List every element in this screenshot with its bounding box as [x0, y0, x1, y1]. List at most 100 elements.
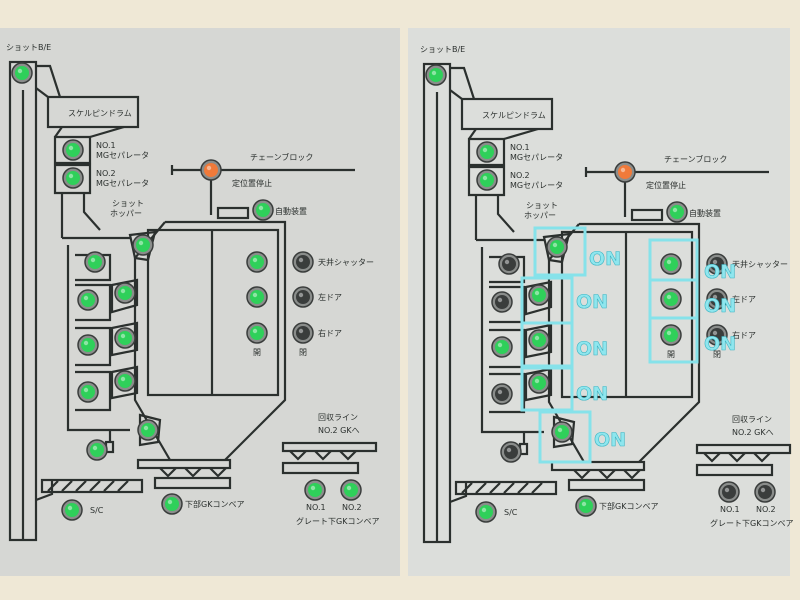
- lamp-light: [81, 293, 95, 307]
- indicator-lamp-conv1: [304, 479, 326, 501]
- indicator-lamp-hop1: [132, 234, 154, 256]
- diagram-line: [53, 163, 92, 195]
- lamp-glint: [167, 499, 173, 505]
- lamp-light: [710, 328, 724, 342]
- lamp-light: [710, 257, 724, 271]
- label-no1: NO.1: [96, 141, 116, 150]
- indicator-lamp-shot-be: [11, 62, 33, 84]
- indicator-lamp-mg1: [476, 141, 498, 163]
- diagram-line: [216, 206, 250, 220]
- indicator-lamp-open2: [660, 288, 682, 310]
- lamp-light: [480, 145, 494, 159]
- diagram-line: [503, 127, 539, 141]
- lamp-glint: [672, 207, 678, 213]
- label-shot: ショット: [112, 199, 144, 208]
- indicator-lamp-open3: [660, 324, 682, 346]
- label-sc: S/C: [90, 506, 104, 515]
- highlight-box: [538, 410, 592, 464]
- lamp-light: [664, 257, 678, 271]
- diagram-line: [703, 452, 721, 463]
- indicator-lamp-chain: [200, 159, 222, 181]
- lamp-light: [495, 295, 509, 309]
- lamp-glint: [120, 288, 126, 294]
- label-mg1: MGセパレータ: [96, 151, 149, 160]
- diagram-line: [110, 278, 139, 314]
- lamp-light: [618, 165, 632, 179]
- indicator-lamp-open3: [246, 322, 268, 344]
- indicator-lamp-hop4: [491, 291, 513, 313]
- lamp-glint: [712, 330, 718, 336]
- lamp-light: [502, 257, 516, 271]
- lamp-glint: [504, 259, 510, 265]
- lamp-glint: [481, 507, 487, 513]
- lamp-glint: [497, 389, 503, 395]
- lamp-light: [480, 173, 494, 187]
- label-right-door: 右ドア: [318, 328, 342, 338]
- diagram-line: [75, 370, 112, 412]
- lamp-light: [250, 290, 264, 304]
- label-chain-block: チェーンブロック: [250, 152, 313, 162]
- diagram-line: [54, 126, 63, 138]
- indicator-lamp-close3: [292, 322, 314, 344]
- lamp-glint: [557, 427, 563, 433]
- indicator-lamp-hop8: [491, 383, 513, 405]
- diagram-line: [128, 230, 157, 262]
- diagram-line: [467, 137, 506, 167]
- lamp-glint: [83, 387, 89, 393]
- label-conv-no2: NO.2: [342, 503, 362, 512]
- indicator-lamp-chain: [614, 161, 636, 183]
- diagram-line: [339, 450, 357, 461]
- indicator-lamp-open1: [246, 251, 268, 273]
- label-left-door: 左ドア: [732, 294, 756, 304]
- indicator-lamp-hop3: [528, 284, 550, 306]
- diagram-line: [467, 165, 506, 197]
- lamp-light: [66, 143, 80, 157]
- on-label: ON: [704, 295, 736, 317]
- highlight-overlays: ON ON ON ON ON ON ON ON: [520, 226, 736, 464]
- label-to-gk2: NO.2 GKへ: [732, 428, 774, 437]
- lamp-light: [495, 387, 509, 401]
- label-close: 閉: [299, 348, 307, 357]
- label-lower-gk: 下部GKコンベア: [185, 499, 244, 509]
- lamp-light: [550, 240, 564, 254]
- lamp-light: [579, 499, 593, 513]
- lamp-glint: [581, 501, 587, 507]
- lamp-light: [758, 485, 772, 499]
- label-auto-device: 自動装置: [689, 208, 721, 218]
- diagram-line: [454, 480, 558, 496]
- right-panel-diagram: ショットB/EスケルピンドラムNO.1MGセパレータNO.2MGセパレータショッ…: [420, 45, 793, 544]
- label-hopper: ホッパー: [110, 209, 142, 218]
- on-label: ON: [576, 291, 608, 313]
- label-shot-be: ショットB/E: [420, 45, 465, 54]
- lamp-glint: [497, 297, 503, 303]
- label-left-door: 左ドア: [318, 292, 342, 302]
- indicator-lamp-mg2: [62, 167, 84, 189]
- lamp-glint: [552, 242, 558, 248]
- lamp-glint: [506, 447, 512, 453]
- lamp-light: [532, 376, 546, 390]
- label-mg2: MGセパレータ: [510, 181, 563, 190]
- indicator-lamp-mg2: [476, 169, 498, 191]
- lamp-light: [66, 171, 80, 185]
- indicator-lamp-sc: [61, 499, 83, 521]
- lamp-light: [710, 292, 724, 306]
- diagram-line: [36, 64, 62, 98]
- lamp-light: [65, 503, 79, 517]
- indicator-lamp-hop9: [137, 419, 159, 441]
- indicator-lamp-hop1: [546, 236, 568, 258]
- diagram-line: [46, 95, 140, 129]
- lamp-light: [296, 290, 310, 304]
- highlight-box: [520, 321, 574, 368]
- label-open: 開: [667, 350, 675, 359]
- indicator-lamp-hop5: [114, 327, 136, 349]
- indicator-lamp-hop7: [114, 370, 136, 392]
- label-open: 開: [253, 348, 261, 357]
- lamp-glint: [497, 342, 503, 348]
- lamp-glint: [298, 292, 304, 298]
- label-no1: NO.1: [510, 143, 530, 152]
- highlight-box: [648, 238, 699, 364]
- lamp-glint: [482, 175, 488, 181]
- indicator-lamp-shot-be: [425, 64, 447, 86]
- lamp-light: [308, 483, 322, 497]
- diagram-line: [75, 283, 112, 322]
